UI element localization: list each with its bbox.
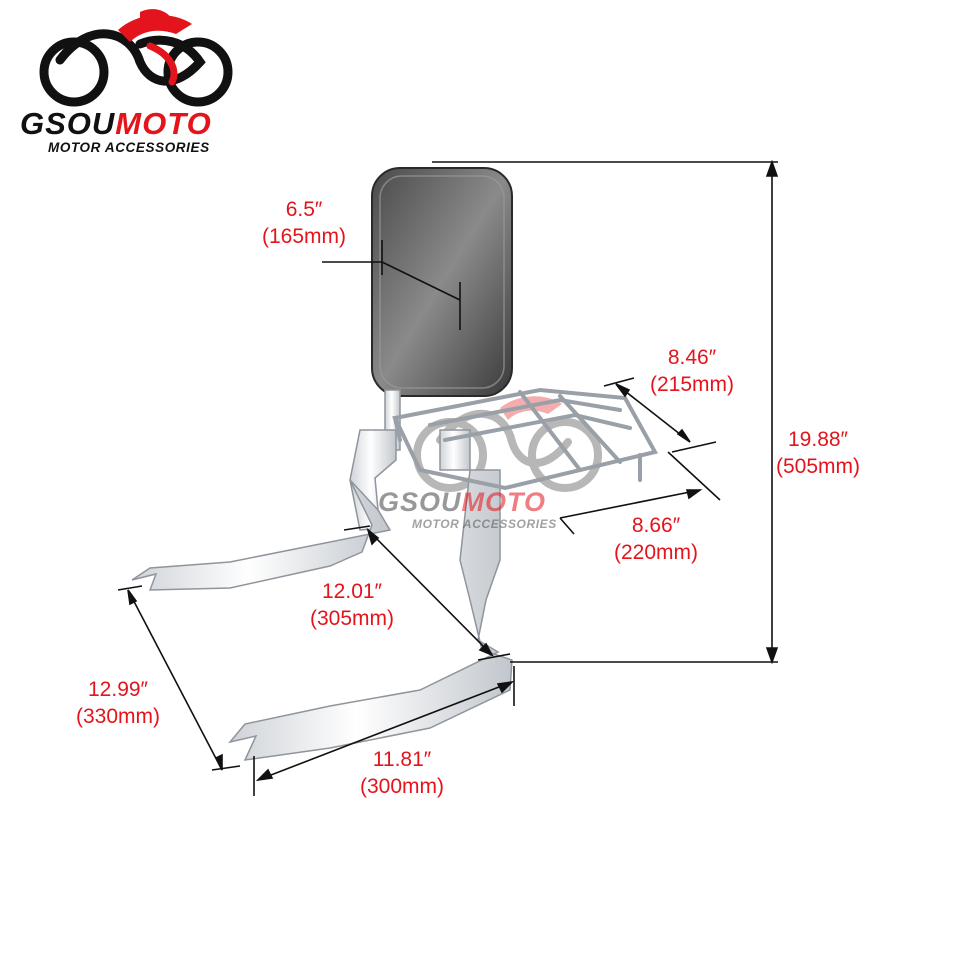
dimension-arm-length: 12.99″ (330mm) (76, 676, 160, 730)
dimension-mm: (505mm) (776, 455, 861, 478)
dimension-pad-thickness: 6.5″ (165mm) (262, 196, 346, 250)
dimension-inch: 6.5″ (285, 198, 323, 221)
dimension-inch: 12.99″ (88, 678, 148, 701)
brand-name-part2: MOTO (115, 106, 212, 141)
brand-name-part1: GSOU (20, 106, 116, 141)
dimension-inch: 12.01″ (322, 580, 382, 603)
dimension-inch: 19.88″ (788, 428, 848, 451)
brand-tagline: MOTOR ACCESSORIES (48, 140, 210, 155)
watermark-name: GSOUMOTO (378, 488, 618, 516)
backrest-pad (371, 167, 513, 397)
dimension-lines (117, 159, 779, 796)
watermark-name-part1: GSOU (378, 487, 462, 517)
dimension-inch: 11.81″ (372, 748, 432, 771)
brand-logo: GSOUMOTO MOTOR ACCESSORIES (20, 108, 240, 156)
dimension-inner-width: 12.01″ (305mm) (310, 578, 394, 632)
watermark-tagline: MOTOR ACCESSORIES (412, 517, 557, 531)
dimension-mm: (165mm) (262, 225, 347, 248)
brand-name: GSOUMOTO (20, 108, 240, 140)
chrome-frame (131, 389, 513, 761)
watermark-name-part2: MOTO (461, 487, 547, 517)
dimension-mm: (220mm) (614, 541, 699, 564)
luggage-rack (392, 387, 659, 491)
dimension-mm: (215mm) (650, 373, 735, 396)
dimension-mm: (300mm) (360, 775, 445, 798)
dimension-inch: 8.46″ (667, 346, 717, 369)
watermark-logo: GSOUMOTO MOTOR ACCESSORIES (378, 488, 618, 532)
dimension-total-height: 19.88″ (505mm) (776, 426, 860, 480)
dimension-mm: (305mm) (310, 607, 395, 630)
dimension-outer-width: 11.81″ (300mm) (360, 746, 444, 800)
dimension-rack-width: 8.66″ (220mm) (614, 512, 698, 566)
dimension-mm: (330mm) (76, 705, 161, 728)
motorcycle-logo-icon (39, 9, 233, 107)
dimension-rack-depth: 8.46″ (215mm) (650, 344, 734, 398)
dimension-inch: 8.66″ (631, 514, 681, 537)
